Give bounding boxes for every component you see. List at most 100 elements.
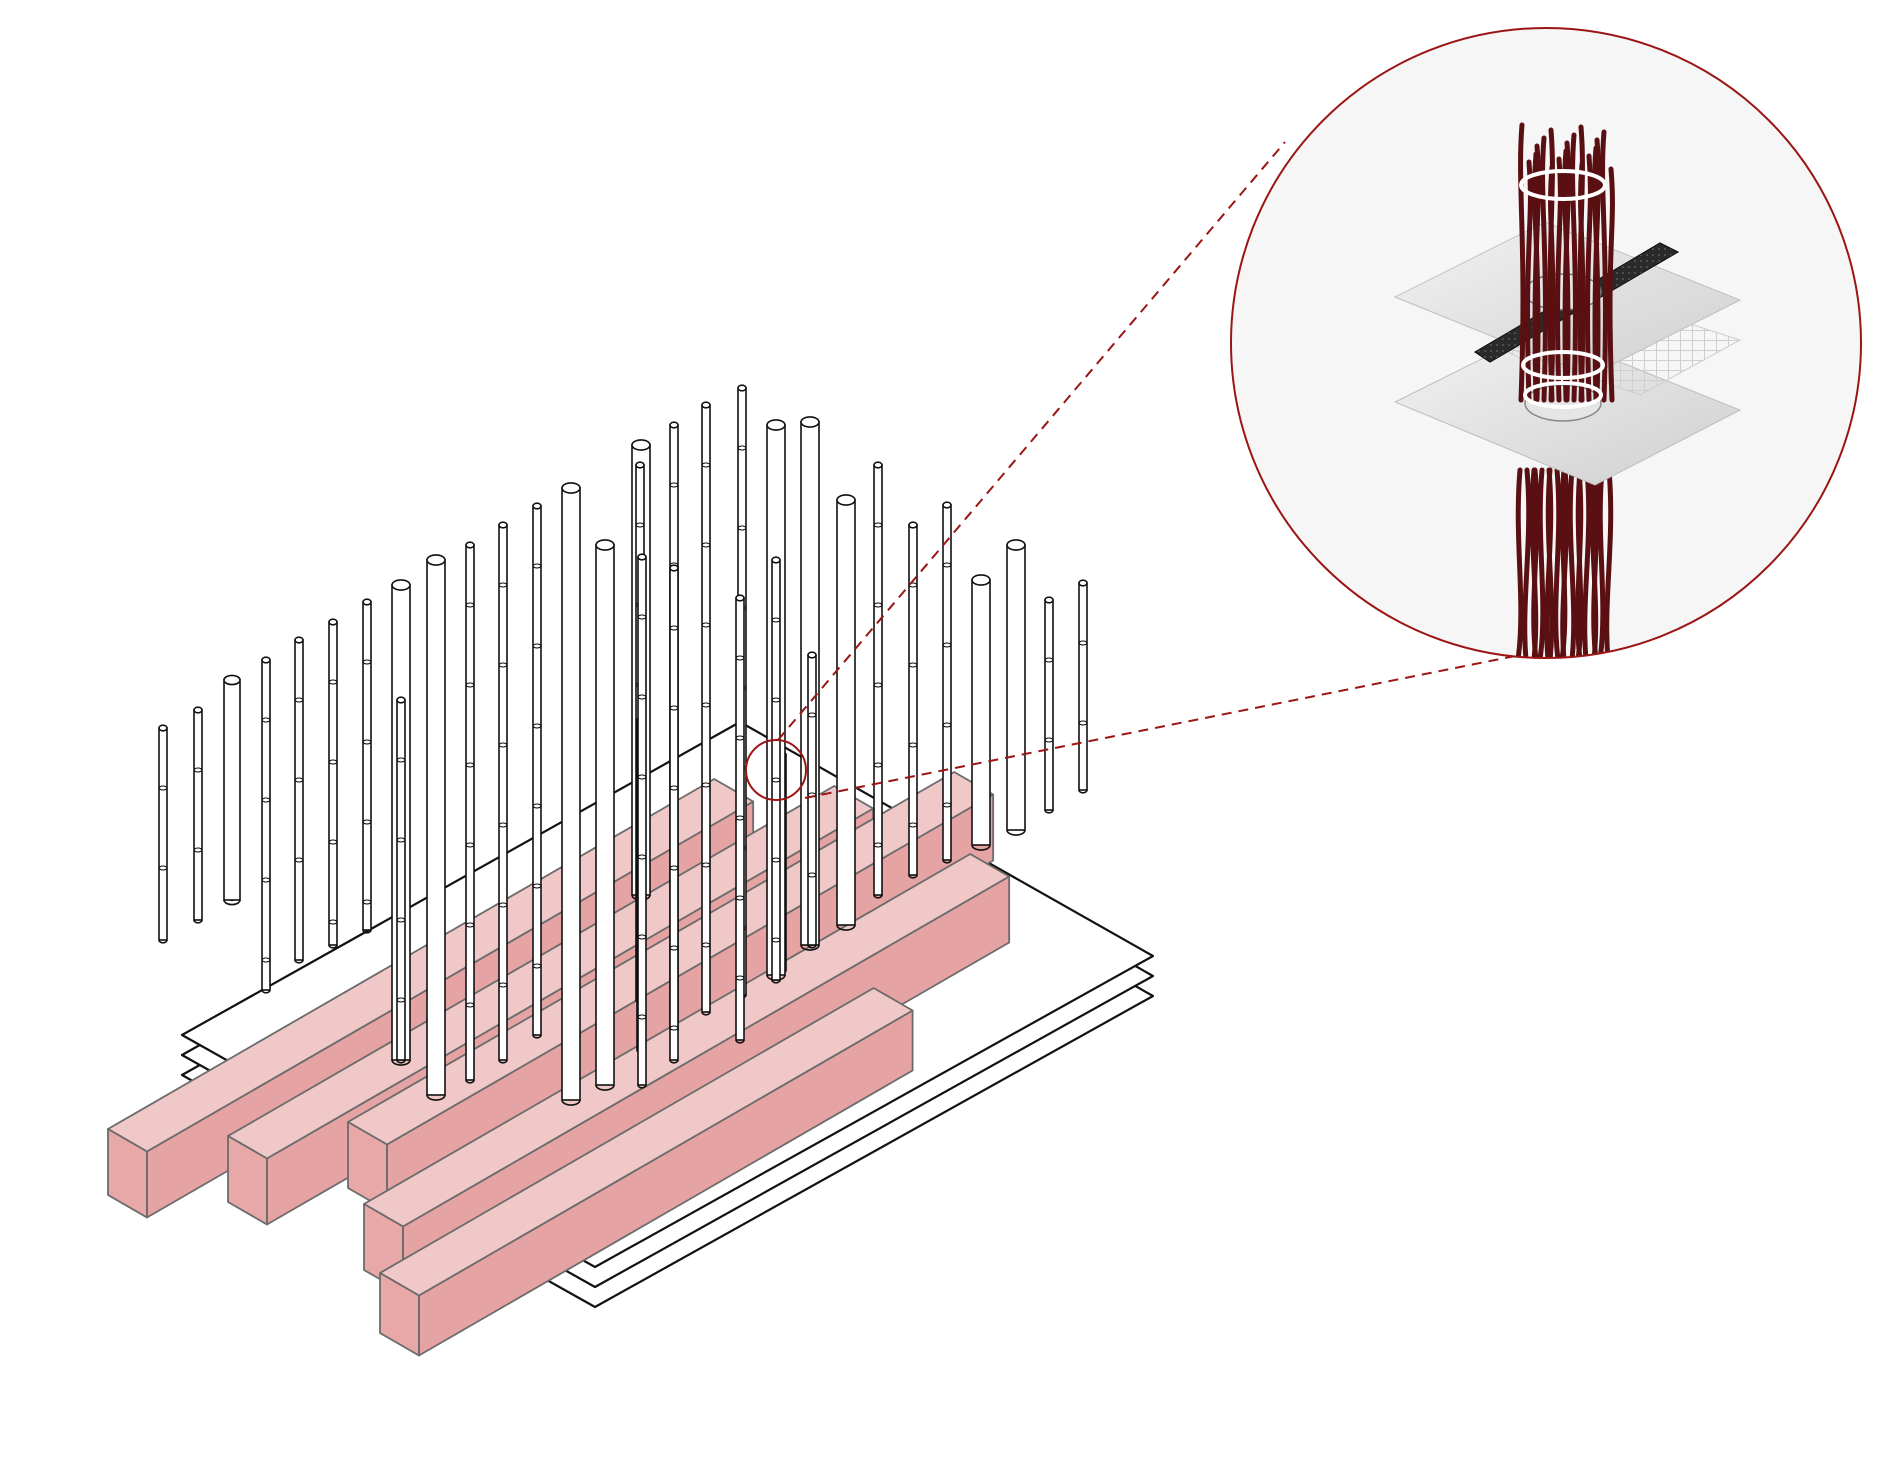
rod-cap (595, 539, 615, 551)
rod-cap (465, 541, 475, 549)
rod-joint (1078, 640, 1088, 646)
rod-cap (631, 439, 651, 451)
strand (1553, 467, 1562, 658)
rod-joint (635, 522, 645, 528)
rod-cap (532, 502, 542, 510)
rod-base (1078, 789, 1088, 794)
rod-joint (328, 759, 338, 765)
strand (1560, 467, 1570, 658)
vertical-rod (807, 651, 817, 949)
rod-joint (328, 679, 338, 685)
rod-joint (498, 822, 508, 828)
rod-joint (771, 617, 781, 623)
rod-base (800, 944, 820, 951)
rod-body (595, 544, 615, 1086)
rod-joint (735, 895, 745, 901)
vertical-rod (465, 541, 475, 1084)
rod-joint (498, 902, 508, 908)
rod-body (223, 679, 241, 901)
vertical-rod (595, 539, 615, 1091)
rod-cap (391, 579, 411, 591)
rod-cap (836, 494, 856, 506)
rod-joint (669, 1025, 679, 1031)
rod-joint (873, 682, 883, 688)
vertical-rod (637, 553, 647, 1089)
rod-joint (1044, 657, 1054, 663)
rod-base (908, 874, 918, 879)
rod-base (465, 1079, 475, 1084)
rod-joint (294, 857, 304, 863)
rod-joint (942, 802, 952, 808)
rod-body (532, 505, 542, 1036)
rod-base (561, 1099, 581, 1106)
rod-cap (223, 674, 241, 686)
rod-cap (766, 419, 786, 431)
rod-joint (735, 815, 745, 821)
rod-joint (498, 662, 508, 668)
rod-joint (465, 922, 475, 928)
rod-joint (771, 697, 781, 703)
rod-joint (637, 694, 647, 700)
rod-joint (737, 445, 747, 451)
rod-cap (669, 564, 679, 572)
rod-body (396, 699, 406, 1061)
rod-joint (873, 762, 883, 768)
rod-joint (396, 837, 406, 843)
rod-body (1044, 599, 1054, 811)
rod-cap (396, 696, 406, 704)
rod-base (701, 1011, 711, 1016)
rod-joint (701, 622, 711, 628)
rod-joint (294, 697, 304, 703)
rod-base (836, 924, 856, 931)
strand (1591, 467, 1600, 658)
rod-base (595, 1084, 615, 1091)
volume-end-face (379, 1272, 420, 1357)
rod-joint (735, 735, 745, 741)
rod-joint (771, 937, 781, 943)
vertical-rod (561, 482, 581, 1106)
rod-base (942, 859, 952, 864)
vertical-rod (362, 598, 372, 934)
detail-callout (1230, 27, 1862, 659)
rod-joint (261, 877, 271, 883)
rod-base (396, 1059, 406, 1064)
strand (1604, 467, 1614, 658)
rod-joint (261, 957, 271, 963)
rod-cap (669, 421, 679, 429)
rod-joint (942, 562, 952, 568)
callout-circle-border (1230, 27, 1862, 659)
vertical-rod (1044, 596, 1054, 814)
rod-joint (532, 723, 542, 729)
strand (1592, 137, 1601, 403)
rod-body (328, 621, 338, 946)
rod-joint (669, 482, 679, 488)
rod-joint (669, 705, 679, 711)
volume-end-face (107, 1128, 148, 1219)
rod-joint (737, 525, 747, 531)
strand (1567, 467, 1577, 658)
vertical-rod (294, 636, 304, 964)
strand (1562, 140, 1571, 403)
rod-base (971, 844, 991, 851)
rod-base (771, 979, 781, 984)
rod-base (426, 1094, 446, 1101)
strand-bundle-lower (1515, 467, 1614, 658)
rod-joint (362, 659, 372, 665)
rod-joint (362, 899, 372, 905)
strand (1545, 467, 1555, 658)
rod-body (362, 601, 372, 931)
rod-joint (396, 997, 406, 1003)
vertical-rod (836, 494, 856, 931)
rod-joint (396, 917, 406, 923)
vertical-rod (328, 618, 338, 949)
rod-joint (771, 777, 781, 783)
rod-cap (737, 384, 747, 392)
callout-leaders (745, 141, 1556, 801)
rod-joint (193, 847, 203, 853)
rod-joint (701, 942, 711, 948)
rod-base (261, 989, 271, 994)
rod-base (735, 1039, 745, 1044)
rod-base (362, 929, 372, 934)
vertical-rod (873, 461, 883, 899)
